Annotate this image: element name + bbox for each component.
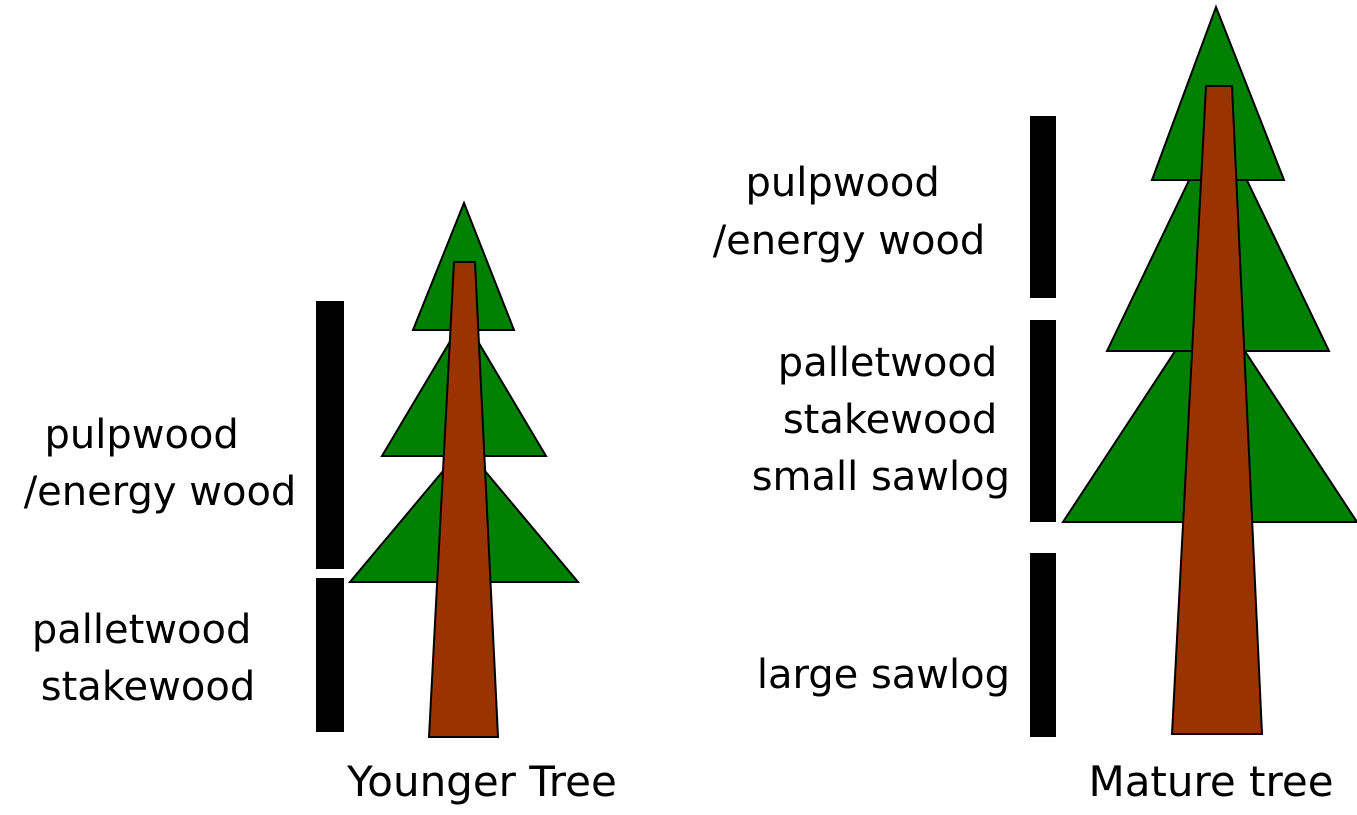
mature-middle-label-line3: small sawlog	[752, 454, 1010, 500]
mature-trunk	[1170, 85, 1264, 735]
mature-upper-label-line1: pulpwood	[745, 160, 939, 206]
younger-lower-label-line1: palletwood	[32, 607, 251, 653]
mature-lower-label: large sawlog	[757, 652, 1010, 698]
younger-upper-label-line1: pulpwood	[44, 412, 238, 458]
younger-upper-section-bar	[316, 301, 344, 569]
younger-lower-label-line2: stakewood	[41, 664, 255, 710]
mature-middle-label-line1: palletwood	[778, 340, 997, 386]
younger-lower-section-bar	[316, 578, 344, 732]
younger-tree-caption: Younger Tree	[346, 757, 617, 806]
mature-upper-label: pulpwood /energy wood	[713, 160, 986, 264]
younger-upper-label-line2: /energy wood	[24, 469, 297, 515]
mature-lower-label-line1: large sawlog	[757, 652, 1010, 698]
mature-tree-caption: Mature tree	[1088, 757, 1333, 806]
mature-lower-section-bar	[1030, 553, 1056, 737]
younger-upper-label: pulpwood /energy wood	[24, 412, 297, 515]
mature-middle-label-line2: stakewood	[783, 397, 997, 443]
younger-tree: pulpwood /energy wood palletwood stakewo…	[24, 200, 617, 806]
mature-middle-section-bar	[1030, 320, 1056, 522]
younger-trunk	[427, 261, 500, 738]
mature-upper-section-bar	[1030, 116, 1056, 298]
younger-lower-label: palletwood stakewood	[32, 607, 264, 710]
mature-upper-label-line2: /energy wood	[713, 218, 986, 264]
mature-tree: pulpwood /energy wood palletwood stakewo…	[713, 4, 1357, 806]
mature-middle-label: palletwood stakewood small sawlog	[752, 340, 1010, 500]
